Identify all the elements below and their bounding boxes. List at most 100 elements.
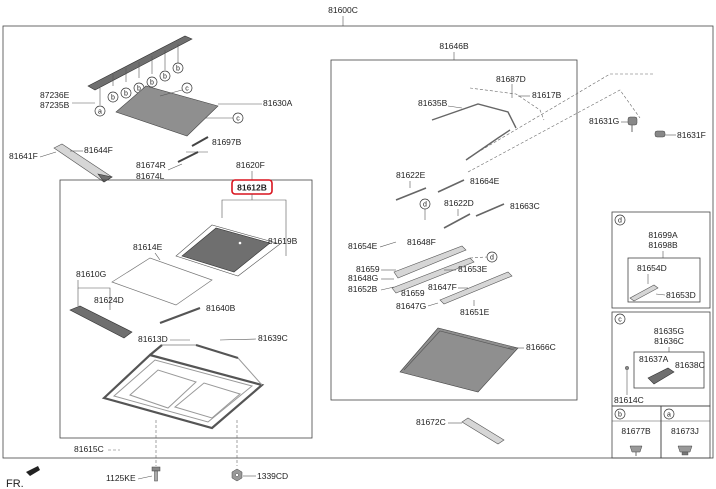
code-81666C: 81666C xyxy=(526,342,556,352)
code-81640B: 81640B xyxy=(206,303,236,313)
code-81654D: 81654D xyxy=(637,263,667,273)
roof-panel xyxy=(115,85,219,137)
part-81654D xyxy=(629,284,659,302)
code-81637A: 81637A xyxy=(639,354,669,364)
guide-rail-right xyxy=(439,271,513,305)
code-81636C: 81636C xyxy=(654,336,684,346)
code-81674L: 81674L xyxy=(136,171,165,181)
glass-panel xyxy=(181,227,271,273)
rail-arrows xyxy=(99,44,179,105)
code-81659-a: 81659 xyxy=(356,264,380,274)
code-81614C: 81614C xyxy=(614,395,644,405)
shade-panel xyxy=(111,257,213,306)
rail-callout-b4: b xyxy=(146,76,158,88)
code-81653D: 81653D xyxy=(666,290,696,300)
part-81663C xyxy=(475,203,505,217)
glass-seal-81619B xyxy=(175,224,281,277)
code-81673J: 81673J xyxy=(671,426,699,436)
code-81648G: 81648G xyxy=(348,273,378,283)
code-81652B: 81652B xyxy=(348,284,378,294)
rail-callout-b2: b xyxy=(120,87,132,99)
code-81697B: 81697B xyxy=(212,137,242,147)
code-81674R: 81674R xyxy=(136,160,166,170)
detail-box-c-inner xyxy=(633,351,705,389)
code-81672C: 81672C xyxy=(416,417,446,427)
code-81622D: 81622D xyxy=(444,198,474,208)
code-81631G: 81631G xyxy=(589,116,619,126)
detail-box-c-letter: c xyxy=(618,317,622,324)
center-callout-d1: d xyxy=(419,198,431,220)
svg-text:b: b xyxy=(124,91,128,98)
code-1125KE: 1125KE xyxy=(106,473,136,483)
detail-box-a xyxy=(660,405,711,459)
guide-rail-left-lower xyxy=(391,257,475,294)
front-direction-label: FR. xyxy=(6,478,24,489)
clip-81673J xyxy=(677,445,693,456)
drain-hoses xyxy=(467,73,655,173)
code-81617B: 81617B xyxy=(532,90,562,100)
code-81677B: 81677B xyxy=(621,426,651,436)
code-81619B: 81619B xyxy=(268,236,298,246)
code-81699A: 81699A xyxy=(648,230,678,240)
detail-box-b-letter: b xyxy=(618,412,622,419)
code-81635B: 81635B xyxy=(418,98,448,108)
rail-callout-b6: b xyxy=(172,62,184,74)
part-81622D xyxy=(443,213,471,229)
code-81659-b: 81659 xyxy=(401,288,425,298)
frame-81635B-lower xyxy=(465,129,511,161)
code-81651E: 81651E xyxy=(460,307,490,317)
rear-glass-panel xyxy=(399,327,519,393)
detail-box-a-letter: a xyxy=(667,412,671,419)
part-81672C xyxy=(461,417,505,445)
detail-box-d-inner xyxy=(627,257,701,303)
code-81610G: 81610G xyxy=(76,269,106,279)
code-81653E: 81653E xyxy=(458,264,488,274)
code-81613D: 81613D xyxy=(138,334,168,344)
outer-frame xyxy=(2,25,714,459)
svg-text:b: b xyxy=(137,86,141,93)
code-81654E: 81654E xyxy=(348,241,378,251)
clip-81677B xyxy=(629,445,643,456)
rail-callout-a: a xyxy=(94,105,106,117)
code-81648F: 81648F xyxy=(407,237,436,247)
code-81630A: 81630A xyxy=(263,98,293,108)
svg-text:b: b xyxy=(176,66,180,73)
nut-1339CD xyxy=(231,468,243,482)
code-81639C: 81639C xyxy=(258,333,288,343)
code-81615C: 81615C xyxy=(74,444,104,454)
svg-text:a: a xyxy=(98,109,102,116)
code-81664E: 81664E xyxy=(470,176,500,186)
svg-text:d: d xyxy=(490,255,494,262)
code-1339CD: 1339CD xyxy=(257,471,288,481)
drain-fitting-81631G xyxy=(627,116,638,132)
code-81644F: 81644F xyxy=(84,145,113,155)
code-81638C: 81638C xyxy=(675,360,705,370)
code-81631F: 81631F xyxy=(677,130,706,140)
svg-text:b: b xyxy=(150,80,154,87)
svg-text:c: c xyxy=(236,116,240,123)
code-81620F: 81620F xyxy=(236,160,265,170)
code-81624D: 81624D xyxy=(94,295,124,305)
code-87236E: 87236E xyxy=(40,90,70,100)
part-81664E xyxy=(437,179,465,193)
code-81641F: 81641F xyxy=(9,151,38,161)
side-rail xyxy=(87,35,193,91)
code-81612B: 81612B xyxy=(237,183,267,193)
panel-callout-c2: c xyxy=(232,112,244,124)
sunroof-frame xyxy=(101,343,265,430)
assembly-frame-81646B xyxy=(330,59,578,401)
part-81622E xyxy=(395,187,427,201)
cable-81640B xyxy=(159,306,201,325)
svg-text:d: d xyxy=(423,202,427,209)
drain-fitting-81631F xyxy=(654,130,666,138)
code-87235B: 87235B xyxy=(40,100,70,110)
rail-callout-b5: b xyxy=(159,70,171,82)
root-code: 81600C xyxy=(328,5,358,15)
code-81698B: 81698B xyxy=(648,240,678,250)
detail-box-d xyxy=(611,211,711,309)
code-81647F: 81647F xyxy=(428,282,457,292)
code-81614E: 81614E xyxy=(133,242,163,252)
svg-text:b: b xyxy=(111,95,115,102)
code-81622E: 81622E xyxy=(396,170,426,180)
